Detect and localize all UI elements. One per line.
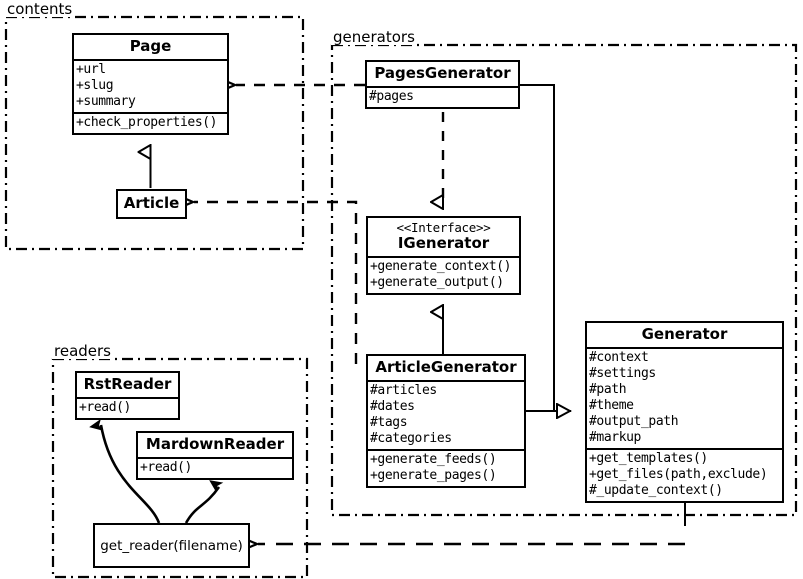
method: +get_templates() — [589, 451, 708, 466]
class-name-rst-reader: RstReader — [83, 375, 172, 393]
function-box-get-reader[interactable]: get_reader(filename) — [93, 523, 250, 568]
method: +read() — [140, 460, 192, 475]
class-box-pages-generator[interactable]: PagesGenerator #pages — [365, 60, 520, 109]
class-box-article-generator[interactable]: ArticleGenerator #articles #dates #tags … — [366, 354, 526, 488]
class-box-mardown-reader[interactable]: MardownReader +read() — [136, 431, 294, 480]
class-box-page[interactable]: Page +url +slug +summary +check_properti… — [72, 33, 229, 135]
attribute: #context — [589, 350, 649, 365]
attribute: +slug — [76, 78, 114, 93]
class-name-pages-generator: PagesGenerator — [374, 64, 511, 82]
class-box-igenerator[interactable]: <<Interface>> IGenerator +generate_conte… — [366, 216, 521, 295]
attribute: #output_path — [589, 414, 679, 429]
class-methods-igenerator: +generate_context() +generate_output() — [368, 256, 519, 293]
function-label-get-reader: get_reader(filename) — [100, 537, 243, 554]
class-attributes-generator: #context #settings #path #theme #output_… — [587, 347, 782, 448]
relation-getreader-returns-mardownreader — [184, 480, 224, 524]
attribute: #markup — [589, 430, 641, 445]
method: +generate_context() — [370, 259, 512, 274]
class-box-rst-reader[interactable]: RstReader +read() — [75, 371, 180, 420]
package-label-contents: contents — [5, 0, 75, 18]
class-box-article[interactable]: Article — [116, 189, 187, 219]
class-methods-rst-reader: +read() — [77, 397, 178, 418]
attribute: +url — [76, 62, 106, 77]
attribute: #dates — [370, 399, 415, 414]
attribute: #path — [589, 382, 627, 397]
class-methods-article-generator: +generate_feeds() +generate_pages() — [368, 449, 524, 486]
attribute: #settings — [589, 366, 656, 381]
relation-pagesgenerator-generalizes-generator — [520, 84, 571, 411]
class-name-text: IGenerator — [397, 234, 490, 252]
method: +get_files(path,exclude) — [589, 467, 768, 482]
attribute: #theme — [589, 398, 634, 413]
attribute: #categories — [370, 431, 452, 446]
class-attributes-pages-generator: #pages — [367, 86, 518, 107]
class-methods-page: +check_properties() — [74, 112, 227, 133]
method: +generate_feeds() — [370, 452, 497, 467]
package-label-readers: readers — [52, 342, 113, 360]
attribute: #tags — [370, 415, 408, 430]
attribute: #pages — [369, 89, 414, 104]
relation-articlegenerator-depends-article-line — [194, 202, 358, 364]
class-methods-mardown-reader: +read() — [138, 457, 292, 478]
class-box-generator[interactable]: Generator #context #settings #path #them… — [585, 321, 784, 503]
attribute: +summary — [76, 94, 136, 109]
class-attributes-article-generator: #articles #dates #tags #categories — [368, 380, 524, 449]
class-name-generator: Generator — [641, 325, 728, 343]
method: +check_properties() — [76, 115, 218, 130]
class-name-mardown-reader: MardownReader — [145, 435, 285, 453]
method: #_update_context() — [589, 483, 723, 498]
method: +generate_pages() — [370, 468, 497, 483]
class-name-article-generator: ArticleGenerator — [375, 358, 517, 376]
attribute: #articles — [370, 383, 437, 398]
package-label-generators: generators — [331, 28, 417, 46]
class-stereotype-igenerator: <<Interface>> — [396, 220, 491, 235]
method: +read() — [79, 400, 131, 415]
class-name-igenerator: <<Interface>> IGenerator — [368, 218, 519, 256]
method: +generate_output() — [370, 275, 504, 290]
class-name-page: Page — [129, 37, 172, 55]
class-name-article: Article — [123, 194, 180, 212]
class-attributes-page: +url +slug +summary — [74, 59, 227, 112]
class-methods-generator: +get_templates() +get_files(path,exclude… — [587, 448, 782, 501]
